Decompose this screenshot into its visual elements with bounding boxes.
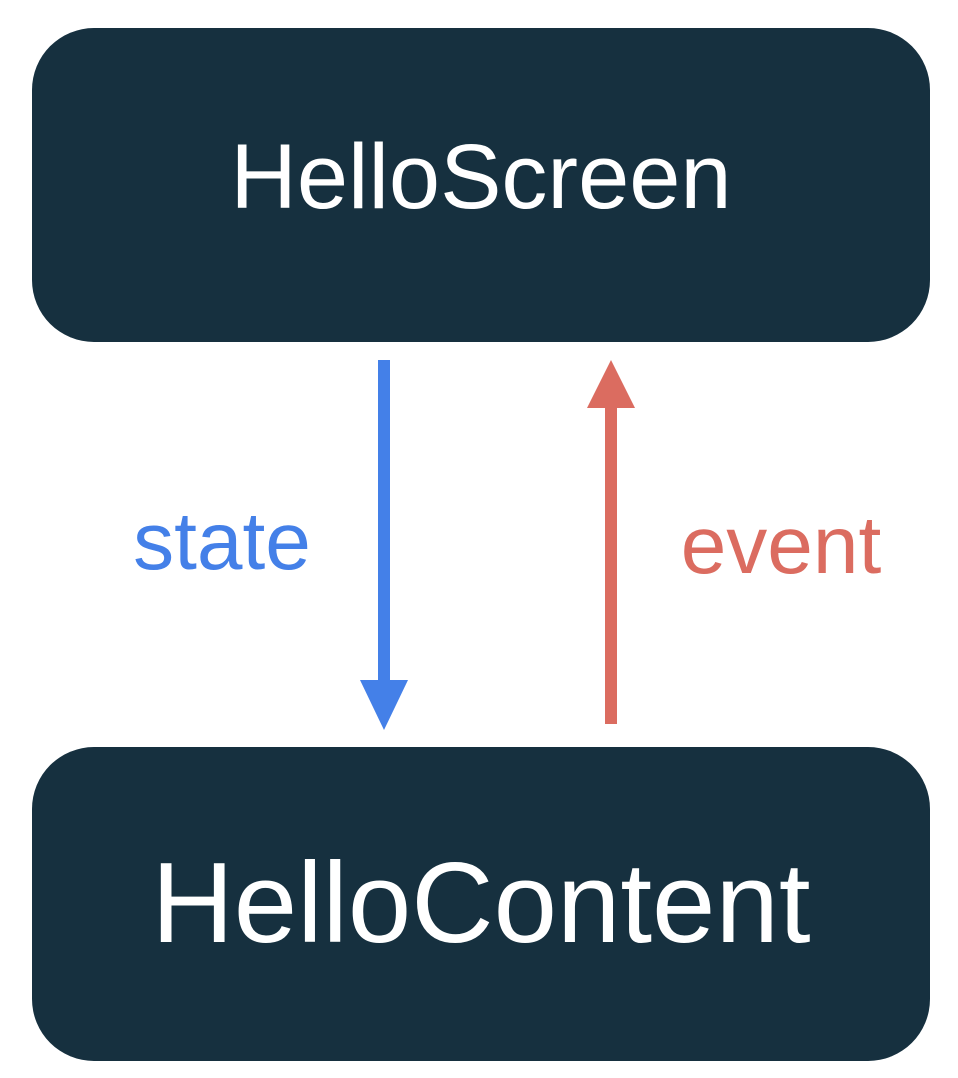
node-hello-screen-label: HelloScreen: [230, 126, 732, 228]
state-edge-label: state: [133, 496, 311, 587]
state-arrow-down-icon: [360, 680, 408, 730]
state-arrow-shaft: [378, 360, 390, 682]
node-hello-content: HelloContent: [32, 747, 930, 1061]
event-edge-label: event: [680, 500, 882, 591]
event-arrow-shaft: [605, 404, 617, 724]
event-arrow-up-icon: [587, 360, 635, 408]
node-hello-content-label: HelloContent: [151, 840, 811, 967]
node-hello-screen: HelloScreen: [32, 28, 930, 342]
